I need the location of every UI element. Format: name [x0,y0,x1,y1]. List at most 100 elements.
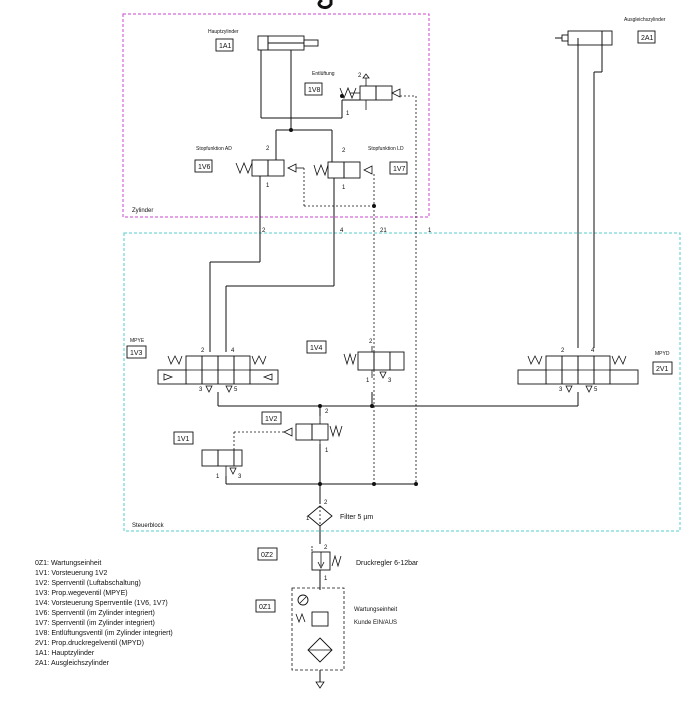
comp-cylinder-title: Ausgleichszylinder [624,17,666,23]
1V1-port-3: 3 [238,474,242,480]
tag-box-0Z1 [255,599,276,613]
junction-dot [318,482,322,486]
1V2-port-1: 1 [325,448,329,454]
line-port-4: 4 [340,228,344,234]
valve-1V2 [233,416,343,450]
legend-item: 1V2: Sperrventil (Luftabschaltung) [35,580,141,587]
line-port-21: 21 [380,228,387,234]
tag-1V4: 1V4 [310,345,323,352]
2V1-port-4: 4 [591,348,595,354]
title-fragment [317,0,333,10]
tag-box-1V1 [173,431,194,445]
legend-item: 1V6: Sperrventil (im Zylinder integriert… [35,610,155,617]
1V8-port-1: 1 [346,111,350,117]
1V4-port-3: 3 [388,378,392,384]
valve-1V3 [157,355,279,393]
tag-1V7: 1V7 [393,166,406,173]
1V7-port-1: 1 [342,185,346,191]
tag-1V1: 1V1 [177,436,190,443]
service-unit-0Z1 [291,587,345,689]
tag-box-1V8 [304,82,323,96]
0Z1-subtitle: Kunde EIN/AUS [354,620,397,626]
valve-1V8 [339,73,401,110]
junction-dot [340,94,344,98]
0Z1-title: Wartungseinheit [354,607,397,613]
tag-1A1: 1A1 [219,43,232,50]
zylinder-piping [259,38,603,484]
compensation-cylinder-2A1 [555,30,613,46]
2V1-title: MPYD [655,351,670,357]
pressure-regulator-0Z2 [311,546,342,590]
tag-box-1V7 [389,161,408,175]
legend-item: 1V7: Sperrventil (im Zylinder integriert… [35,620,155,627]
2V1-port-2: 2 [561,348,565,354]
1V6-title: Stopfunktion AD [196,146,232,152]
1V7-title: Stopfunktion LD [368,146,404,152]
tag-box-1V2 [261,411,282,425]
legend-item: 1A1: Hauptzylinder [35,650,95,657]
tag-box-2A1 [637,30,656,44]
tag-box-2V1 [652,361,673,375]
0Z2-port-2: 2 [324,545,328,551]
legend-item: 2V1: Prop.druckregelventil (MPYD) [35,640,144,647]
1V8-port-2: 2 [358,73,362,79]
valve-1V6 [235,159,304,177]
tag-2V1: 2V1 [656,366,669,373]
valve-1V7 [313,161,373,179]
1V2-port-2: 2 [325,409,329,415]
main-cylinder-title: Hauptzylinder [208,29,239,35]
filter-port-1: 1 [306,516,310,522]
tag-box-1V4 [306,340,327,354]
1V4-port-1: 1 [366,378,370,384]
2V1-port-3: 3 [559,387,563,393]
filter-port-2: 2 [324,500,328,506]
1V3-port-2: 2 [201,348,205,354]
2V1-port-5: 5 [594,387,598,393]
junction-dot [289,128,293,132]
line-port-1: 1 [428,228,432,234]
1V7-port-2: 2 [342,148,346,154]
tag-box-1V6 [194,159,213,173]
junction-dot [372,204,376,208]
0Z2-title: Druckregler 6-12bar [356,560,419,567]
junction-dot [372,482,376,486]
1V8-title: Entlüftung [312,71,335,77]
legend-item: 1V1: Vorsteuerung 1V2 [35,570,108,577]
zylinder-region-label: Zylinder [132,208,153,214]
tag-1V6: 1V6 [198,164,211,171]
zylinder-region [122,13,430,218]
tag-1V3: 1V3 [130,350,143,357]
1V3-port-3: 3 [199,387,203,393]
line-port-2: 2 [262,228,266,234]
legend-item: 1V4: Vorsteuerung Sperrventile (1V6, 1V7… [35,600,168,607]
junction-dot [318,404,322,408]
tag-0Z2: 0Z2 [261,552,273,559]
1V3-port-5: 5 [234,387,238,393]
1V6-port-2: 2 [266,146,270,152]
tag-box-1A1 [215,38,234,52]
legend-item: 2A1: Ausgleichszylinder [35,660,109,667]
tag-1V2: 1V2 [265,416,278,423]
junction-dot [370,404,374,408]
tag-2A1: 2A1 [641,35,654,42]
tag-box-0Z2 [257,547,278,561]
steuerblock-region [123,232,681,532]
filter-label: Filter 5 µm [340,514,373,521]
1V3-title: MPYE [130,338,145,344]
legend-item: 1V8: Entlüftungsventil (im Zylinder inte… [35,630,173,637]
steuerblock-region-label: Steuerblock [132,523,165,529]
valve-2V1 [517,355,639,393]
valve-1V4 [343,346,405,379]
steuerblock-piping [209,261,579,504]
0Z2-port-1: 1 [324,576,328,582]
tag-0Z1: 0Z1 [259,604,271,611]
main-cylinder-1A1 [257,35,319,51]
legend-item: 0Z1: Wartungseinheit [35,560,102,567]
1V1-port-1: 1 [216,474,220,480]
legend-item: 1V3: Prop.wegeventil (MPYE) [35,590,128,597]
1V3-port-4: 4 [231,348,235,354]
1V6-port-1: 1 [266,183,270,189]
tag-box-1V3 [126,345,147,359]
tag-1V8: 1V8 [308,87,321,94]
